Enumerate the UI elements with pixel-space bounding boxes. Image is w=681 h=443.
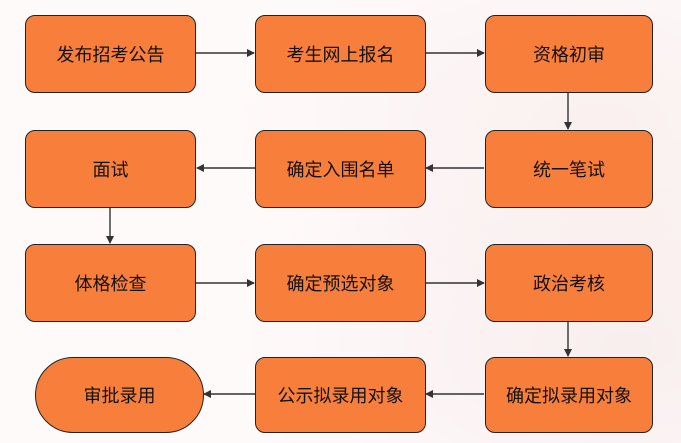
step-approval: 审批录用 — [35, 357, 204, 433]
step-written-exam: 统一笔试 — [485, 130, 653, 208]
step-online-registration: 考生网上报名 — [255, 15, 426, 93]
step-physical-exam: 体格检查 — [25, 244, 196, 322]
step-interview: 面试 — [25, 130, 196, 208]
step-political-review: 政治考核 — [485, 244, 653, 322]
step-finalize-hires: 确定拟录用对象 — [485, 357, 653, 433]
step-publish-notice: 发布招考公告 — [25, 15, 196, 93]
step-preselect-candidates: 确定预选对象 — [255, 244, 426, 322]
step-publicize-hires: 公示拟录用对象 — [255, 357, 426, 433]
step-interview-shortlist: 确定入围名单 — [255, 130, 426, 208]
step-initial-review: 资格初审 — [485, 15, 653, 93]
